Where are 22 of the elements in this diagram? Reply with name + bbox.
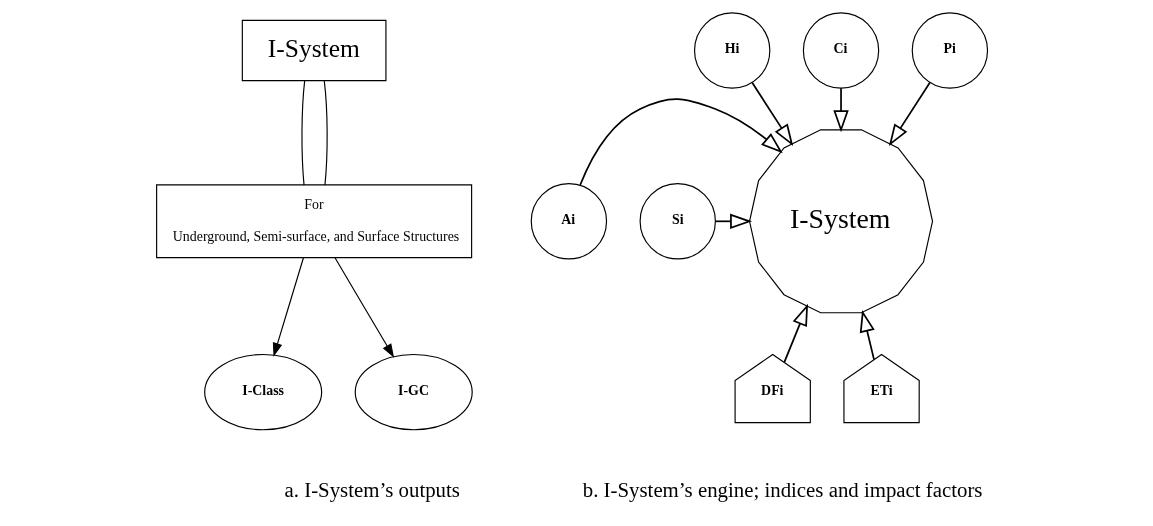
arrow bbox=[750, 81, 793, 147]
node-circle: Ci bbox=[802, 12, 879, 89]
node-box: For Underground, Semi-surface, and Surface Structures bbox=[155, 184, 472, 259]
arrow bbox=[578, 98, 783, 186]
arrow bbox=[859, 310, 875, 361]
connector bbox=[300, 80, 305, 186]
arrow bbox=[714, 213, 752, 230]
arrow bbox=[783, 303, 808, 364]
node-circle: Pi bbox=[911, 12, 988, 89]
node-ellipse: I-Class bbox=[203, 353, 322, 431]
arrow bbox=[272, 257, 304, 357]
arrow bbox=[333, 257, 394, 358]
node-circle: Si bbox=[639, 183, 716, 260]
label: a. I-System’s outputs bbox=[284, 478, 460, 503]
arrow bbox=[888, 81, 931, 147]
node-ellipse: I-GC bbox=[354, 353, 473, 431]
arrow bbox=[832, 87, 849, 133]
node-box: I-System bbox=[241, 19, 386, 82]
connector bbox=[323, 80, 328, 186]
node-circle: Hi bbox=[693, 12, 770, 89]
label: b. I-System’s engine; indices and impact factors bbox=[582, 478, 982, 503]
node-circle: Ai bbox=[530, 183, 607, 260]
